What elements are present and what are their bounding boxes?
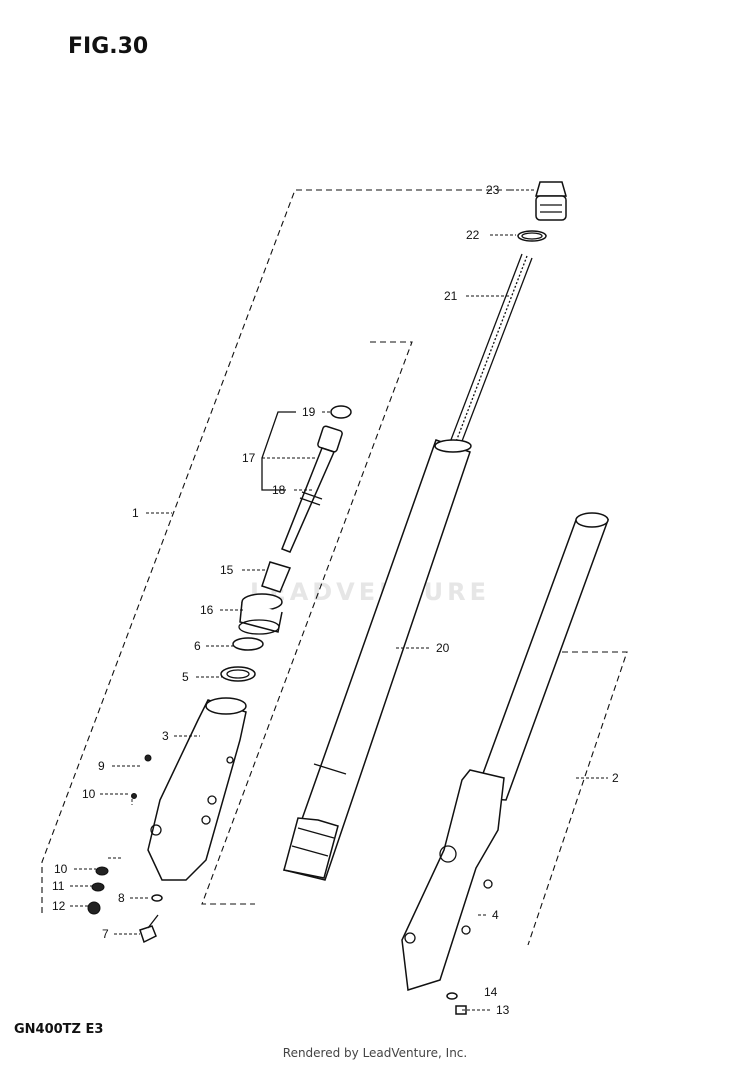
assembly-2-bracket xyxy=(527,651,628,946)
figure-title: FIG.30 xyxy=(68,34,149,59)
callout-8: 8 xyxy=(118,891,125,905)
callout-20: 20 xyxy=(436,641,450,655)
inner-tube xyxy=(283,439,472,881)
inner-tube-group-bracket xyxy=(201,341,413,905)
callout-10-upper: 10 xyxy=(82,787,96,801)
callout-11: 11 xyxy=(52,879,65,893)
dust-seal xyxy=(238,593,283,635)
callout-4: 4 xyxy=(492,908,499,922)
damper-rod xyxy=(281,425,343,553)
footer-credit: Rendered by LeadVenture, Inc. xyxy=(282,1046,468,1060)
callout-23: 23 xyxy=(486,183,500,197)
callout-7: 7 xyxy=(102,927,109,941)
small-bolts-left xyxy=(87,754,163,944)
callout-22: 22 xyxy=(466,228,480,242)
callout-15: 15 xyxy=(220,563,234,577)
outer-tube-left xyxy=(147,697,247,881)
drain-bolt-right xyxy=(446,992,467,1015)
callout-6: 6 xyxy=(194,639,201,653)
callout-13: 13 xyxy=(496,1003,510,1017)
damper-piece-15 xyxy=(261,561,292,593)
callout-labels: 23 22 21 1 19 17 18 15 16 6 5 3 9 10 10 … xyxy=(52,183,619,1017)
callout-18: 18 xyxy=(272,483,286,497)
callout-10-lower: 10 xyxy=(54,862,68,876)
callout-2: 2 xyxy=(612,771,619,785)
callout-12: 12 xyxy=(52,899,66,913)
leader-lines xyxy=(70,189,608,1011)
fork-spring xyxy=(448,253,533,450)
model-code: GN400TZ E3 xyxy=(14,1022,104,1037)
callout-16: 16 xyxy=(200,603,214,617)
assembly-1-bracket xyxy=(41,189,512,915)
callout-21: 21 xyxy=(444,289,458,303)
watermark-text: LEADVENTURE xyxy=(250,578,490,606)
fork-assembly-right xyxy=(401,512,610,991)
callout-14: 14 xyxy=(484,985,498,999)
callout-1: 1 xyxy=(132,506,139,520)
stopper-ring xyxy=(232,637,264,651)
callout-3: 3 xyxy=(162,729,169,743)
fork-cap-bolt xyxy=(535,181,567,221)
callout-19: 19 xyxy=(302,405,316,419)
callout-17: 17 xyxy=(242,451,256,465)
o-ring xyxy=(517,230,547,242)
washer-19 xyxy=(330,405,352,419)
callout-5: 5 xyxy=(182,670,189,684)
oil-seal xyxy=(220,666,256,682)
callout-9: 9 xyxy=(98,759,105,773)
